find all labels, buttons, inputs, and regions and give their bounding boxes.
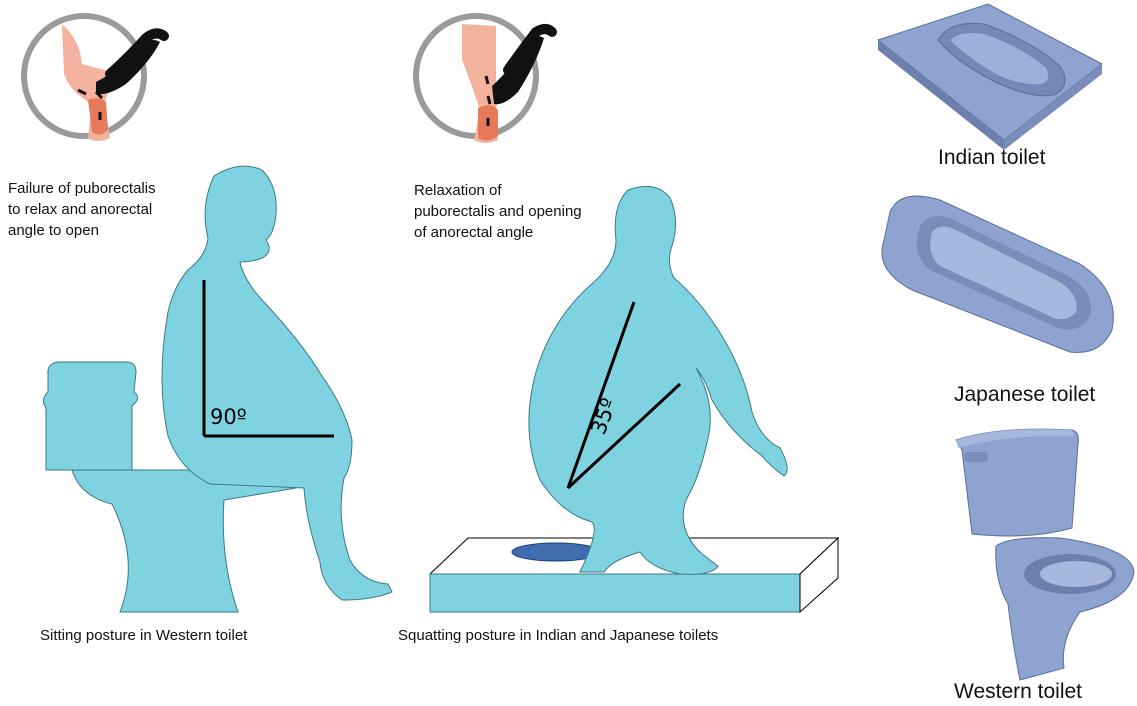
squatting-caption: Squatting posture in Indian and Japanese… [398, 626, 718, 646]
japanese-toilet-image [882, 196, 1113, 353]
failure-note: Failure of puborectalis to relax and ano… [8, 178, 156, 241]
sitting-angle-label: 90º [210, 405, 247, 429]
indian-toilet-image [878, 4, 1102, 150]
sitting-caption: Sitting posture in Western toilet [40, 626, 247, 646]
relaxation-note-line: puborectalis and opening [414, 201, 582, 222]
failure-note-line: Failure of puborectalis [8, 178, 156, 199]
relaxation-note-line: Relaxation of [414, 180, 582, 201]
japanese-toilet-label: Japanese toilet [954, 383, 1095, 407]
indian-toilet-label: Indian toilet [938, 146, 1045, 170]
relaxation-note-line: of anorectal angle [414, 222, 582, 243]
anorectal-closed-icon [24, 16, 164, 141]
western-toilet-image [956, 429, 1134, 680]
squatting-figure [529, 186, 787, 574]
relaxation-note: Relaxation of puborectalis and opening o… [414, 180, 582, 243]
anorectal-open-icon [416, 16, 552, 143]
western-toilet-label: Western toilet [954, 680, 1082, 704]
failure-note-line: to relax and anorectal [8, 199, 156, 220]
failure-note-line: angle to open [8, 220, 156, 241]
